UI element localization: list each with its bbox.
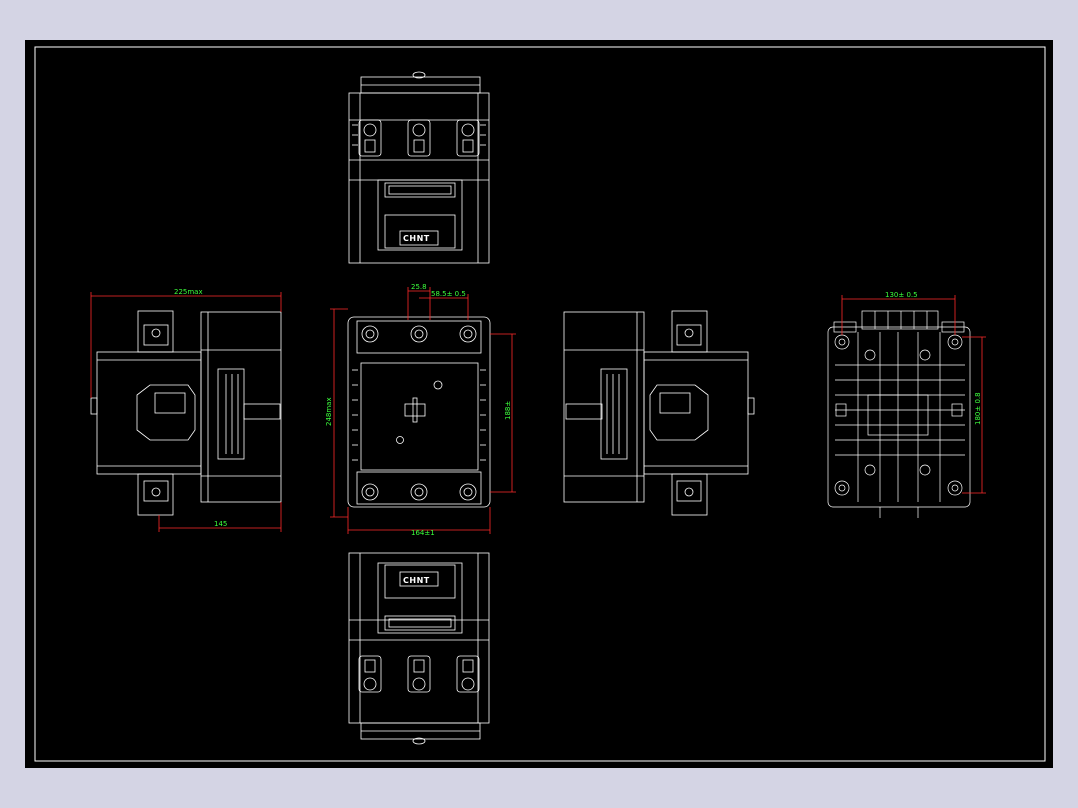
back-mounting-height-dimension: 180± 0.8 (974, 392, 982, 425)
side-overall-width-dimension: 225max (174, 288, 203, 296)
front-pole-pitch-dimension: 25.8 (411, 283, 427, 291)
back-mounting-width-dimension: 130± 0.5 (885, 291, 918, 299)
back-view (827, 310, 971, 518)
bottom-view-brand-logo: CHNT (403, 576, 430, 585)
left-side-dimension-lines (90, 292, 282, 532)
front-height-dimension: 248max (325, 397, 333, 426)
top-view-brand-logo: CHNT (403, 234, 430, 243)
front-terminal-spacing-dimension: 58.5± 0.5 (431, 290, 466, 298)
drawing-sheet (25, 40, 1053, 768)
front-width-dimension: 164±1 (411, 529, 435, 537)
right-side-view (563, 310, 755, 516)
front-view (347, 316, 491, 508)
back-dimension-lines (841, 295, 986, 494)
side-depth-dimension: 145 (214, 520, 227, 528)
top-view (348, 71, 490, 264)
front-dimension-lines (330, 287, 516, 534)
drawing-border (34, 46, 1046, 762)
front-mounting-height-dimension: 188± (504, 401, 512, 420)
left-side-view (90, 310, 282, 516)
bottom-view (348, 552, 490, 745)
